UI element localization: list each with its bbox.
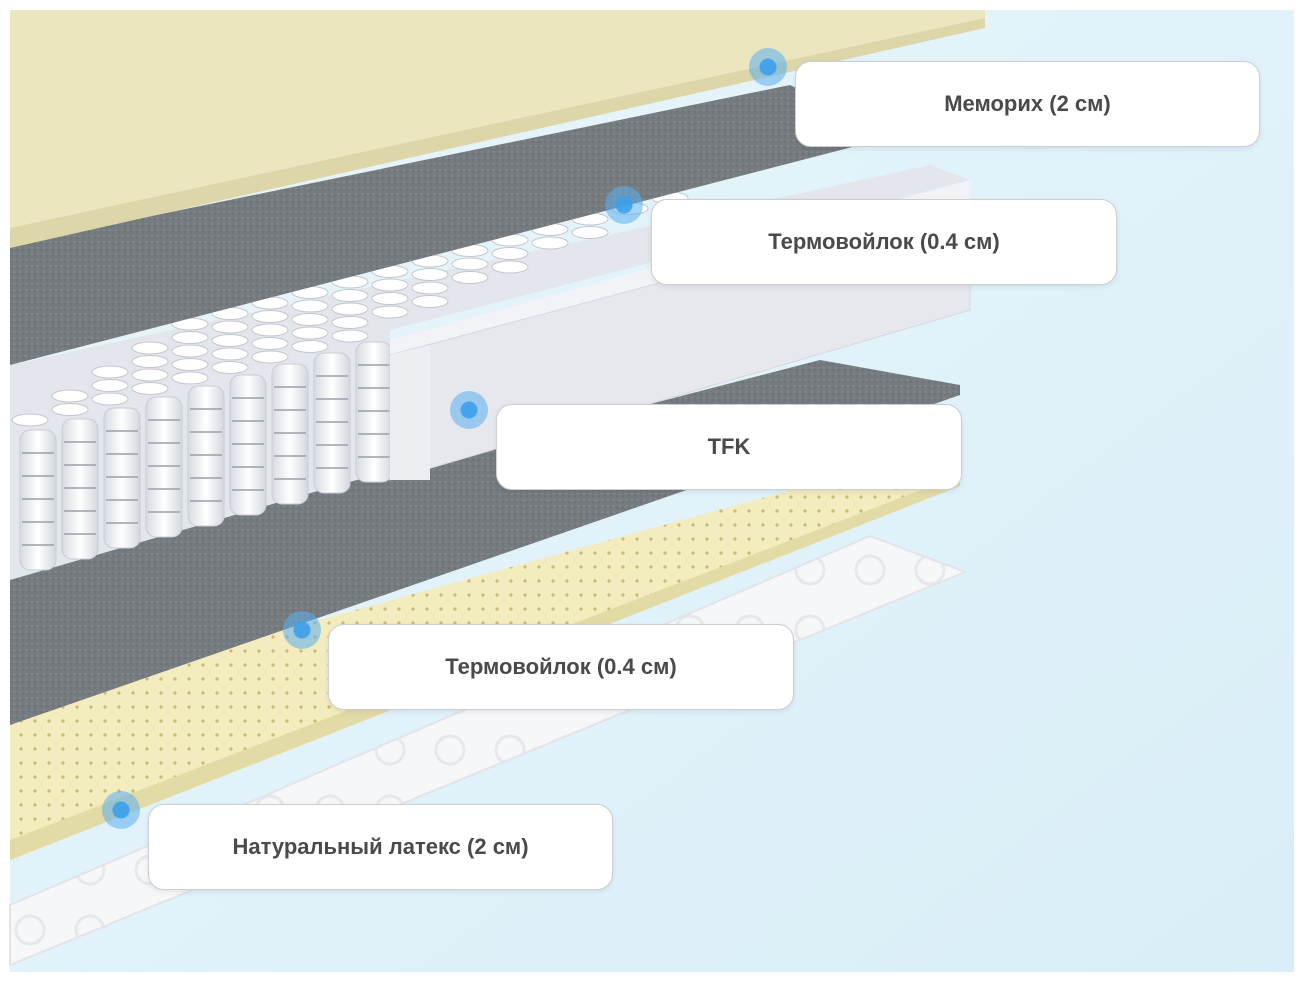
spring-cap — [331, 302, 369, 316]
spring-cap — [371, 305, 409, 319]
spring-cap — [91, 379, 129, 392]
spring-cap — [131, 382, 169, 395]
marker-dot-icon — [605, 186, 643, 224]
spring-cap — [91, 392, 129, 406]
layer-label-felt-lower: Термовойлок (0.4 см) — [328, 624, 794, 710]
layer-label-tfk: TFK — [496, 404, 962, 490]
spring-cap — [11, 413, 49, 427]
spring-cap — [331, 329, 369, 343]
marker-dot-icon — [102, 791, 140, 829]
spring-cap — [451, 271, 489, 284]
spring-column — [19, 429, 57, 571]
spring-cap — [331, 289, 369, 302]
spring-cap — [411, 281, 449, 295]
spring-cap — [251, 337, 289, 350]
layer-label-text: Термовойлок (0.4 см) — [768, 229, 1000, 254]
spring-cap — [211, 320, 249, 334]
spring-cap — [211, 347, 249, 361]
layer-label-text: TFK — [707, 434, 751, 459]
spring-column — [271, 363, 309, 505]
spring-cap — [131, 355, 169, 368]
spring-column — [355, 341, 393, 483]
spring-cap — [371, 292, 409, 305]
memory-foam-edge — [10, 18, 985, 248]
spring-cap — [491, 247, 529, 260]
layer-label-text: Натуральный латекс (2 см) — [232, 834, 529, 859]
spring-cap — [171, 344, 209, 358]
spring-cap — [331, 316, 369, 329]
spring-column — [187, 385, 225, 527]
spring-cap — [51, 403, 89, 416]
spring-cap — [211, 361, 249, 374]
spring-cap — [211, 334, 249, 347]
layer-label-text: Термовойлок (0.4 см) — [445, 654, 677, 679]
spring-cap — [131, 368, 169, 382]
layer-label-text: Мемориx (2 см) — [944, 91, 1111, 116]
spring-cap — [171, 358, 209, 371]
spring-column — [61, 418, 99, 560]
tfk-block-front — [390, 345, 430, 480]
spring-cap — [371, 278, 409, 292]
spring-cap — [411, 295, 449, 308]
spring-cap — [291, 340, 329, 353]
spring-cap — [291, 326, 329, 340]
spring-cap — [51, 389, 89, 403]
upper-felt-layer — [10, 85, 860, 365]
spring-cap — [131, 341, 169, 355]
spring-cap — [291, 313, 329, 326]
spring-cap — [531, 236, 569, 250]
spring-cap — [251, 323, 289, 337]
marker-dot-icon — [749, 48, 787, 86]
spring-column — [229, 374, 267, 516]
layer-label-memory-foam: Мемориx (2 см) — [795, 61, 1260, 147]
spring-cap — [451, 257, 489, 271]
layer-label-felt-upper: Термовойлок (0.4 см) — [651, 199, 1117, 285]
marker-dot-icon — [283, 611, 321, 649]
spring-cap — [171, 331, 209, 344]
layer-label-latex: Натуральный латекс (2 см) — [148, 804, 613, 890]
spring-cap — [571, 226, 609, 239]
spring-cap — [291, 299, 329, 313]
spring-cap — [491, 260, 529, 274]
spring-cap — [411, 268, 449, 281]
spring-cap — [91, 365, 129, 379]
spring-column — [145, 396, 183, 538]
spring-column — [313, 352, 351, 494]
spring-cap — [251, 350, 289, 364]
spring-cap — [171, 371, 209, 385]
spring-cap — [251, 310, 289, 323]
spring-column — [103, 407, 141, 549]
marker-dot-icon — [450, 391, 488, 429]
